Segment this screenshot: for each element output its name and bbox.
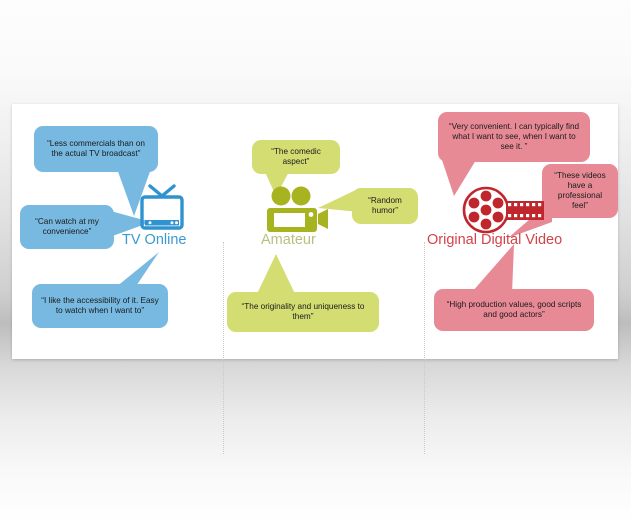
- film-reel-icon: [462, 186, 548, 239]
- quote-bubble-very-convenient: “Very convenient. I can typically find w…: [438, 112, 590, 162]
- quote-text: “These videos have a professional feel”: [554, 170, 606, 211]
- quote-bubble-professional-feel: “These videos have a professional feel”: [542, 164, 618, 218]
- bubble-tail-less-commercials: [116, 166, 152, 216]
- quote-text: “Very convenient. I can typically find w…: [448, 121, 580, 152]
- column-divider-1: [223, 242, 224, 454]
- quote-bubble-originality: “The originality and uniqueness to them”: [227, 292, 379, 332]
- quote-bubble-random-humor: “Random humor”: [352, 188, 418, 224]
- bubble-tail-can-watch: [107, 210, 151, 238]
- quote-bubble-less-commercials: “Less commercials than on the actual TV …: [34, 126, 158, 172]
- video-camera-icon: [265, 186, 333, 241]
- quote-text: “I like the accessibility of it. Easy to…: [41, 295, 159, 315]
- bubble-tail-very-convenient: [442, 160, 476, 196]
- column-divider-2: [424, 242, 425, 454]
- quote-text: “Less commercials than on the actual TV …: [47, 138, 145, 158]
- quote-bubble-accessibility: “I like the accessibility of it. Easy to…: [32, 284, 168, 328]
- quote-text: “The comedic aspect”: [271, 146, 321, 166]
- quote-text: “The originality and uniqueness to them”: [241, 301, 365, 321]
- content-card: “Less commercials than on the actual TV …: [12, 104, 618, 454]
- column-label-amateur: Amateur: [261, 232, 316, 248]
- bubble-tail-high-production: [472, 244, 514, 294]
- quote-text: “Random humor”: [368, 195, 402, 215]
- quote-bubble-high-production: “High production values, good scripts an…: [434, 289, 594, 331]
- bubble-tail-random-humor: [318, 188, 360, 212]
- bubble-tail-originality: [256, 254, 296, 296]
- quote-text: “Can watch at my convenience”: [35, 216, 99, 236]
- quote-bubble-can-watch: “Can watch at my convenience”: [20, 205, 114, 249]
- quote-bubble-comedic-aspect: “The comedic aspect”: [252, 140, 340, 174]
- quote-text: “High production values, good scripts an…: [446, 299, 582, 319]
- bubble-tail-comedic-aspect: [264, 170, 290, 196]
- column-label-original-digital-video: Original Digital Video: [427, 232, 563, 248]
- column-label-tv-online: TV Online: [122, 232, 187, 248]
- television-icon: [132, 180, 192, 239]
